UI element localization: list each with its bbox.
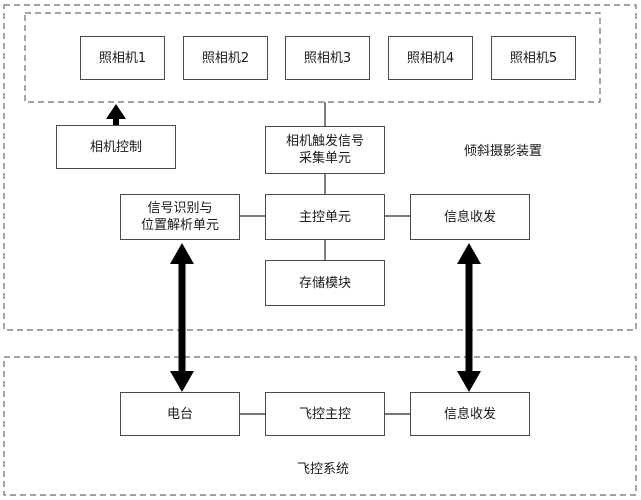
recognition-radio-arrow-head-down	[170, 371, 194, 392]
radio-box: 电台	[120, 392, 240, 436]
camera-3-box: 照相机3	[285, 36, 370, 80]
recognition-radio-arrow-head-up	[170, 243, 194, 264]
oblique-device-title: 倾斜摄影装置	[464, 144, 543, 159]
camera-4-box: 照相机4	[388, 36, 473, 80]
camera-2-box: 照相机2	[183, 36, 268, 80]
transceiver-box: 信息收发	[410, 194, 530, 240]
flight-main-box: 飞控主控	[265, 392, 385, 436]
transceiver-link-arrow-head-up	[457, 243, 481, 264]
recognition-unit-box: 信号识别与 位置解析单元	[120, 194, 240, 240]
trigger-unit-box: 相机触发信号 采集单元	[265, 126, 385, 174]
flight-system-container	[3, 356, 637, 496]
flight-transceiver-box: 信息收发	[410, 392, 530, 436]
flight-system-title: 飞控系统	[297, 462, 350, 477]
main-control-box: 主控单元	[265, 194, 385, 240]
camera-group-container	[24, 12, 601, 103]
camera-5-box: 照相机5	[491, 36, 576, 80]
camera-control-arrow-head	[106, 104, 126, 119]
camera-control-box: 相机控制	[56, 125, 176, 169]
oblique-device-container	[3, 4, 637, 331]
camera-1-box: 照相机1	[80, 36, 165, 80]
storage-box: 存储模块	[265, 260, 385, 306]
transceiver-link-arrow-head-down	[457, 371, 481, 392]
